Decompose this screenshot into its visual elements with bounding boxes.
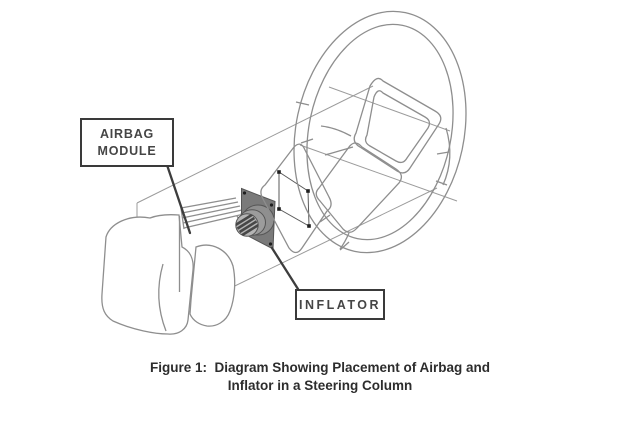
figure-caption-line-2: Inflator in a Steering Column: [227, 378, 413, 393]
steering-wheel-drawing: [293, 10, 467, 254]
inflator-label-box: INFLATOR: [295, 289, 385, 320]
mounting-gasket-drawing: [277, 170, 311, 228]
inflator-label: INFLATOR: [298, 297, 382, 312]
airbag-module-label-line2: MODULE: [97, 143, 157, 158]
figure-caption: Figure 1: Diagram Showing Placement of A…: [0, 359, 640, 395]
wheel-outer-rim: [293, 10, 467, 254]
inflator-leader-line: [270, 246, 300, 291]
inflator-drawing: [235, 187, 276, 250]
airbag-module-label-box: AIRBAG MODULE: [80, 118, 174, 167]
airbag-fold-pack: [180, 197, 249, 230]
leader-lines: [164, 160, 300, 291]
wheel-inner-rim: [306, 23, 454, 241]
wheel-hub-outer: [353, 77, 442, 174]
wheel-hub-inner: [364, 90, 431, 164]
figure-caption-line-1: Figure 1: Diagram Showing Placement of A…: [149, 360, 491, 375]
cushion-rear-lobe: [189, 244, 236, 327]
wheel-lower-spoke-frame: [315, 142, 403, 233]
airbag-module-leader-line: [164, 160, 192, 235]
cushion-body: [101, 214, 194, 335]
airbag-cushion-drawing: [101, 214, 236, 335]
cushion-seam: [158, 263, 167, 332]
inflator-face-hatch: [235, 213, 259, 237]
horn-pad-ring: [260, 143, 332, 254]
airbag-module-label-line1: AIRBAG: [99, 126, 155, 141]
